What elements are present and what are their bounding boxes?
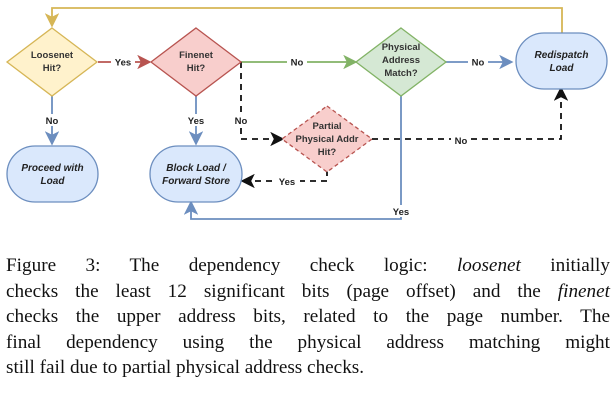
svg-text:Redispatch: Redispatch <box>535 50 589 61</box>
svg-text:Physical Addr: Physical Addr <box>295 134 358 145</box>
caption-line-3: checks the upper address bits, related t… <box>6 306 610 327</box>
caption-line-1: Figure 3: The dependency check logic: lo… <box>6 253 610 279</box>
edge-redispatch-to-loosenet <box>44 7 563 34</box>
node-loosenet: Loosenet Hit? <box>5 27 99 97</box>
svg-text:Load: Load <box>550 63 575 74</box>
flowchart: Yes No No Yes No No Yes No Yes Loosenet … <box>5 7 608 220</box>
edge-partial-no <box>372 86 569 140</box>
svg-text:Finenet: Finenet <box>179 50 214 61</box>
edge-label-finenet-no-dashed: No <box>235 116 248 127</box>
svg-text:Load: Load <box>41 176 66 187</box>
edge-label-loosenet-no: No <box>46 116 59 127</box>
edge-label-finenet-no: No <box>291 58 304 69</box>
node-physical-address-match: Physical Address Match? <box>354 27 448 97</box>
edge-partial-yes <box>240 170 328 189</box>
svg-text:Forward Store: Forward Store <box>162 176 230 187</box>
svg-text:Partial: Partial <box>312 121 341 132</box>
edge-finenet-no-dashed <box>240 62 285 147</box>
svg-text:Match?: Match? <box>384 68 417 79</box>
svg-text:Loosenet: Loosenet <box>31 50 74 61</box>
svg-text:Address: Address <box>382 55 420 66</box>
caption-term-finenet: finenet <box>557 280 610 302</box>
edge-physical-yes <box>183 96 402 220</box>
svg-text:Proceed with: Proceed with <box>21 163 83 174</box>
edge-label-partial-yes: Yes <box>279 177 295 188</box>
caption-text: Figure 3: The dependency check logic: <box>6 255 457 276</box>
caption-line-5: still fail due to partial physical addre… <box>6 357 365 378</box>
edge-label-loosenet-yes: Yes <box>115 58 131 69</box>
node-proceed-with-load: Proceed with Load <box>6 145 99 203</box>
svg-text:Hit?: Hit? <box>187 63 206 74</box>
node-finenet: Finenet Hit? <box>149 27 243 97</box>
svg-text:Hit?: Hit? <box>318 147 337 158</box>
caption-term-loosenet: loosenet <box>456 255 521 276</box>
node-redispatch-load: Redispatch Load <box>515 32 608 90</box>
edge-label-physical-yes: Yes <box>393 207 409 218</box>
caption-line-2: checks the least 12 significant bits (pa… <box>6 279 610 305</box>
node-partial-physical-addr-hit: Partial Physical Addr Hit? <box>280 105 374 173</box>
edge-label-physical-no: No <box>472 58 485 69</box>
figure-caption: Figure 3: The dependency check logic: lo… <box>6 253 610 381</box>
caption-text: initially <box>520 255 610 276</box>
edge-label-partial-no: No <box>455 136 468 147</box>
node-block-load-forward-store: Block Load / Forward Store <box>149 145 243 203</box>
svg-text:Physical: Physical <box>382 42 421 53</box>
edge-label-finenet-yes: Yes <box>188 116 204 127</box>
svg-text:Block Load /: Block Load / <box>166 163 227 174</box>
caption-text: checks the least 12 significant bits (pa… <box>6 280 558 302</box>
svg-text:Hit?: Hit? <box>43 63 62 74</box>
caption-line-4: final dependency using the physical addr… <box>6 331 610 353</box>
